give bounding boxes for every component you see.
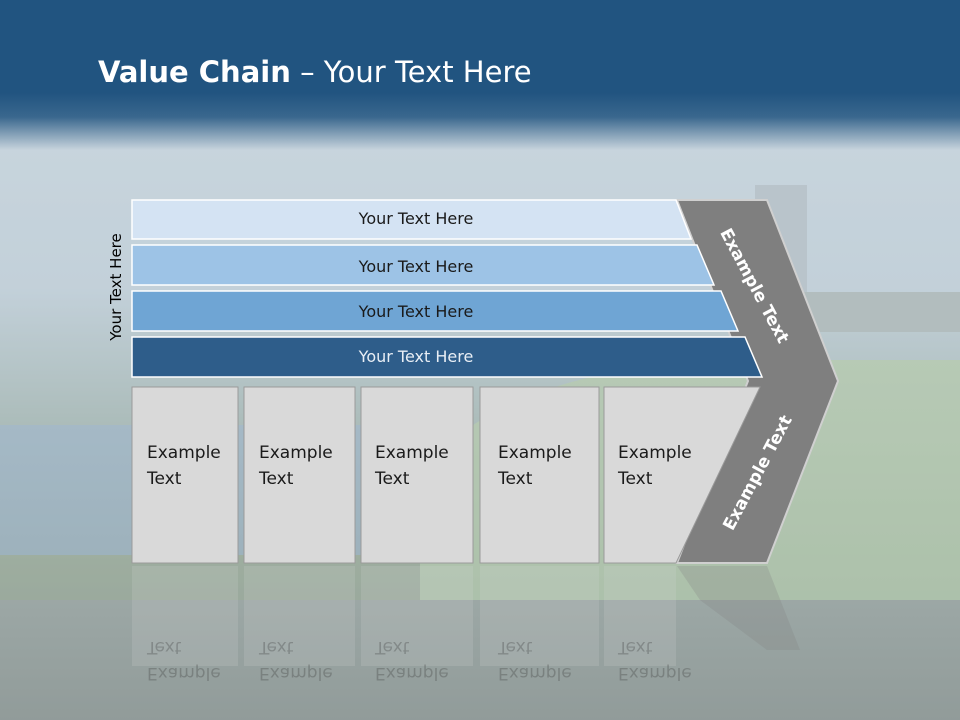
title-rest: – Your Text Here [290,55,532,89]
box-2-line1: Example [259,443,333,463]
bar-1 [131,199,693,240]
box-3-reflection [361,566,473,666]
background-fort-wall [800,292,960,332]
box-5-line2: Text [618,469,653,489]
box-1-line2: Text [147,469,182,489]
box-1-reflection-label: Example Text [147,634,221,686]
box-1-refl-line1: Example [147,663,221,683]
box-3-reflection-label: Example Text [375,634,449,686]
box-5-refl-line2: Text [618,637,653,657]
bar-1-label: Your Text Here [358,209,474,228]
box-3-line1: Example [375,443,449,463]
box-5-line1: Example [618,443,692,463]
box-2-reflection-label: Example Text [259,634,333,686]
box-2-refl-line1: Example [259,663,333,683]
box-2-refl-line2: Text [259,637,294,657]
bar-3-label: Your Text Here [358,302,474,321]
bar-4 [131,336,764,378]
box-1-reflection [132,566,238,666]
box-5-refl-line1: Example [618,663,692,683]
box-3-refl-line1: Example [375,663,449,683]
box-5 [603,386,761,564]
box-4 [479,386,600,564]
box-4-line2: Text [498,469,533,489]
box-3 [360,386,474,564]
box-2-reflection [244,566,355,666]
bar-2-label: Your Text Here [358,257,474,276]
box-5-reflection-label: Example Text [618,634,692,686]
box-5-reflection [604,566,676,666]
box-1-line1: Example [147,443,221,463]
box-3-refl-line2: Text [375,637,410,657]
box-2 [243,386,356,564]
box-4-line1: Example [498,443,572,463]
chevron-reflection [677,566,800,650]
box-4-reflection-label: Example Text [498,634,572,686]
title-bar [0,0,960,150]
background-fortress [0,600,960,720]
box-4-reflection [480,566,599,666]
title-bold: Value Chain [98,55,291,89]
box-3-line2: Text [375,469,410,489]
box-1 [131,386,239,564]
box-2-line2: Text [259,469,294,489]
bar-4-label: Your Text Here [358,347,474,366]
slide-title: Value Chain – Your Text Here [98,55,532,89]
box-4-refl-line2: Text [498,637,533,657]
bar-2 [131,244,716,286]
box-4-refl-line1: Example [498,663,572,683]
bar-3 [131,290,740,332]
box-1-refl-line2: Text [147,637,182,657]
